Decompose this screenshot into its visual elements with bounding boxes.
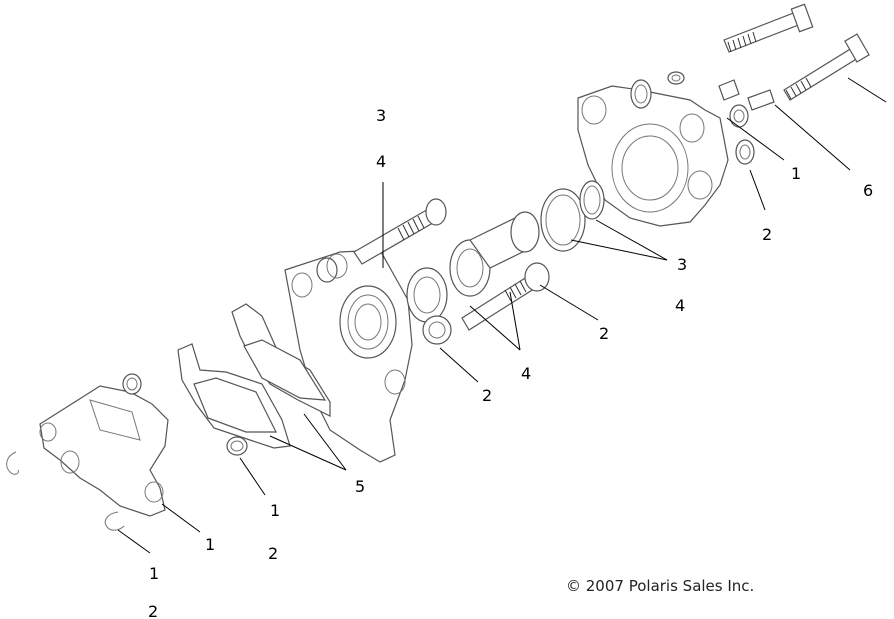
square-seal-small [579,180,605,220]
bracket-bushing [316,253,348,283]
callout-5: 5 [355,477,365,496]
copyright-notice: © 2007 Polaris Sales Inc. [566,577,755,595]
caliper-seal-ring [630,79,652,109]
caliper-piston-cap [122,373,142,395]
callout-4-right: 4 [675,296,685,315]
callout-1-pad: 1 [270,501,280,520]
callout-2-right: 2 [762,225,772,244]
brake-pad-rear [231,303,331,417]
callout-4-top: 4 [376,152,386,171]
pad-spring-bushing [226,436,248,456]
piston [449,211,540,297]
washer-pair [729,104,755,165]
callout-1-right: 1 [791,164,801,183]
retaining-clip-left [6,451,19,475]
lower-caliper-housing [39,385,169,517]
callout-1-clip: 1 [149,564,159,583]
upper-bolt-short [723,3,814,53]
boot-seal [339,285,397,359]
callout-2-pin: 2 [599,324,609,343]
callout-6: 6 [863,181,873,200]
upper-bolt-long [783,33,870,101]
piston-seal [406,267,448,323]
callout-2-mid: 2 [482,386,492,405]
brake-pad-front [177,343,291,449]
bleeder-valve [718,79,775,111]
slide-pin-upper [353,198,447,265]
callout-1-caliper: 1 [205,535,215,554]
retaining-clip-lower [104,511,125,531]
lower-bushing [422,315,452,345]
leader-lines [117,77,887,554]
callout-2-pad: 2 [268,544,278,563]
slide-pin-lower [461,262,550,331]
washer-small [667,71,685,85]
caliper-bracket [284,249,413,463]
callout-3-seals: 3 [677,255,687,274]
callout-2-clip: 2 [148,602,158,619]
square-seal-large [540,188,586,252]
callout-3-top: 3 [376,106,386,125]
callout-4-mid: 4 [521,364,531,383]
